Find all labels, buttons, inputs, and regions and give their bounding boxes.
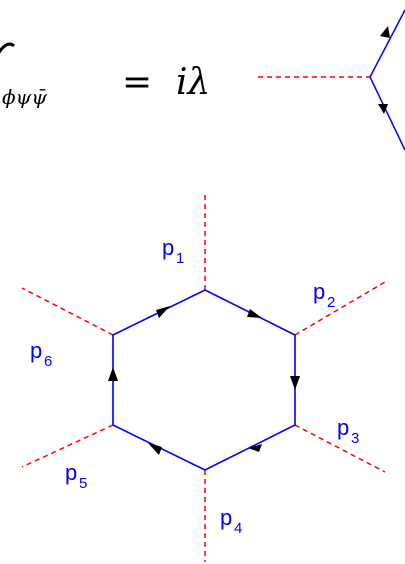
external-leg-p3 xyxy=(294,424,386,473)
label-p3: p 3 xyxy=(337,415,359,447)
vertex-rule: ϕψψ̄ = iλ xyxy=(0,9,405,151)
vertex-fermion-line-lower xyxy=(369,76,405,151)
loop-arrow-left xyxy=(108,367,118,381)
svg-text:6: 6 xyxy=(44,353,52,370)
svg-text:4: 4 xyxy=(234,520,242,537)
svg-text:p: p xyxy=(313,279,325,304)
svg-text:p: p xyxy=(162,235,174,260)
fermion-loop xyxy=(112,289,296,471)
loop-arrow-top-left xyxy=(156,306,170,318)
label-p2: p 2 xyxy=(313,279,335,311)
loop-arrow-top-right xyxy=(247,309,262,318)
svg-text:3: 3 xyxy=(351,430,359,447)
loop-arrow-bottom-right xyxy=(248,444,262,452)
svg-text:p: p xyxy=(30,338,42,363)
svg-text:5: 5 xyxy=(79,475,87,492)
svg-text:p: p xyxy=(337,415,349,440)
vertex-arrow-upper xyxy=(380,26,390,38)
loop-arrow-right xyxy=(290,376,300,390)
hexagon-loop: p 1 p 2 p 3 p 4 p 5 p 6 xyxy=(21,195,386,562)
svg-text:1: 1 xyxy=(176,250,184,267)
label-p6: p 6 xyxy=(30,338,52,370)
label-p5: p 5 xyxy=(65,460,87,492)
svg-text:p: p xyxy=(65,460,77,485)
vertex-subscript: ϕψψ̄ xyxy=(2,85,47,109)
external-leg-p2 xyxy=(294,281,386,336)
external-leg-p6 xyxy=(21,287,114,336)
vertex-symbol-fragment xyxy=(0,42,16,54)
svg-text:2: 2 xyxy=(327,294,335,311)
svg-text:p: p xyxy=(220,505,232,530)
label-p1: p 1 xyxy=(162,235,184,267)
external-leg-p5 xyxy=(21,424,114,468)
vertex-coupling: iλ xyxy=(176,62,210,103)
vertex-arrow-lower xyxy=(378,104,388,114)
loop-arrow-bottom-left xyxy=(148,443,162,455)
label-p4: p 4 xyxy=(220,505,242,537)
vertex-fermion-line-upper xyxy=(369,9,405,78)
vertex-equals: = xyxy=(122,62,152,103)
